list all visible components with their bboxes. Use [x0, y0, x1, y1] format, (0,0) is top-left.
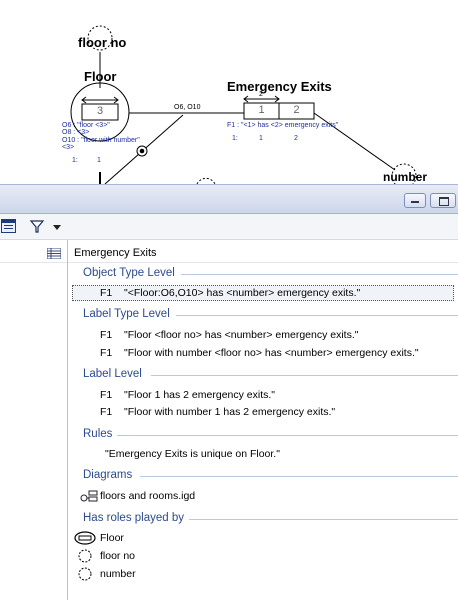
label-level-text-1[interactable]: "Floor 1 has 2 emergency exits." [124, 389, 276, 401]
maximize-icon [439, 197, 449, 206]
label-type-id-2: F1 [100, 347, 113, 359]
fact-bar-arrow-left [243, 95, 249, 103]
list-view-icon[interactable] [47, 248, 61, 259]
value-type-icon [78, 567, 92, 581]
section-has-roles: Has roles played by [83, 512, 184, 524]
number-entity-circle[interactable] [391, 163, 417, 184]
left-pane [0, 240, 68, 600]
label-level-id-2: F1 [100, 406, 113, 418]
fact-index-label: 1: [232, 135, 238, 142]
pane-title: Emergency Exits [74, 247, 157, 259]
label-level-id-1: F1 [100, 389, 113, 401]
floor-label[interactable]: Floor [84, 69, 117, 84]
fact-box-2-value: 2 [293, 104, 300, 116]
fact-note: F1 : "<1> has <2> emergency exits" [227, 122, 339, 129]
role-item-floor-no[interactable]: floor no [100, 550, 136, 562]
maximize-button[interactable] [430, 193, 456, 208]
mandatory-role-dot [139, 148, 145, 154]
selected-row[interactable] [72, 285, 454, 301]
floor-note-3: O10 : "floor with number" <3> [62, 137, 140, 151]
floor-note-1: O6 : "floor <3>" [62, 122, 110, 129]
filter-icon[interactable] [30, 220, 44, 233]
grid-view-icon [2, 220, 15, 223]
label-type-id-1: F1 [100, 329, 113, 341]
floor-index-label: 1: [72, 157, 78, 164]
label-level-text-2[interactable]: "Floor with number 1 has 2 emergency exi… [124, 406, 336, 418]
floor-entity-circle[interactable] [70, 82, 130, 142]
section-label-level: Label Level [83, 368, 142, 380]
floor-no-entity-circle[interactable] [87, 25, 113, 51]
fact-bar-arrow-right [274, 95, 280, 103]
toolbar [0, 214, 458, 240]
diagram-file-icon [80, 490, 98, 502]
number-label[interactable]: number [383, 170, 428, 184]
properties-pane: Emergency Exits Object Type Level F1 "<F… [68, 240, 458, 600]
floor-bar-arrow-left [81, 96, 87, 104]
object-type-id: F1 [100, 287, 113, 299]
panel-header [0, 184, 458, 214]
role-item-floor[interactable]: Floor [100, 532, 124, 544]
entity-type-icon [74, 531, 96, 545]
diagram-shapes [70, 25, 417, 184]
object-type-text[interactable]: "<Floor:O6,O10> has <number> emergency e… [124, 287, 361, 299]
floor-value-box[interactable] [81, 103, 119, 121]
section-diagrams: Diagrams [83, 469, 133, 481]
fact-bar-tick: 2 [259, 91, 263, 98]
fact-role-box-2[interactable] [278, 102, 315, 120]
diagram-link[interactable]: floors and rooms.igd [100, 490, 196, 502]
section-label-type-level: Label Type Level [83, 308, 170, 320]
fact-index-value-2: 2 [294, 135, 298, 142]
fact-index-value-1: 1 [259, 135, 263, 142]
label-type-text-1[interactable]: "Floor <floor no> has <number> emergency… [124, 329, 359, 341]
floor-note-2: O8 : <3> [62, 129, 90, 136]
floor-box-value: 3 [96, 105, 104, 117]
chevron-down-icon[interactable] [53, 225, 61, 230]
minimize-button[interactable] [404, 193, 426, 208]
fact-box-1-value: 1 [258, 104, 265, 116]
grid-view-button[interactable] [1, 219, 16, 233]
connector-number [313, 112, 396, 171]
floor-no-label[interactable]: floor no [78, 35, 127, 50]
role-item-number[interactable]: number [100, 568, 136, 580]
minimize-icon [411, 201, 419, 203]
diagram-canvas[interactable]: floor no Floor Emergency Exits number 3 … [0, 0, 458, 184]
label-type-text-2[interactable]: "Floor with number <floor no> has <numbe… [124, 347, 419, 359]
floor-index-value: 1 [97, 157, 101, 164]
value-type-icon [78, 549, 92, 563]
section-rules: Rules [83, 428, 113, 440]
rule-text[interactable]: "Emergency Exits is unique on Floor." [105, 448, 280, 460]
emergency-exits-label[interactable]: Emergency Exits [227, 79, 332, 94]
connector-label: O6, O10 [174, 104, 201, 111]
floor-bar-arrow-right [113, 96, 119, 104]
left-pane-header [0, 242, 67, 263]
section-object-type-level: Object Type Level [83, 267, 175, 279]
